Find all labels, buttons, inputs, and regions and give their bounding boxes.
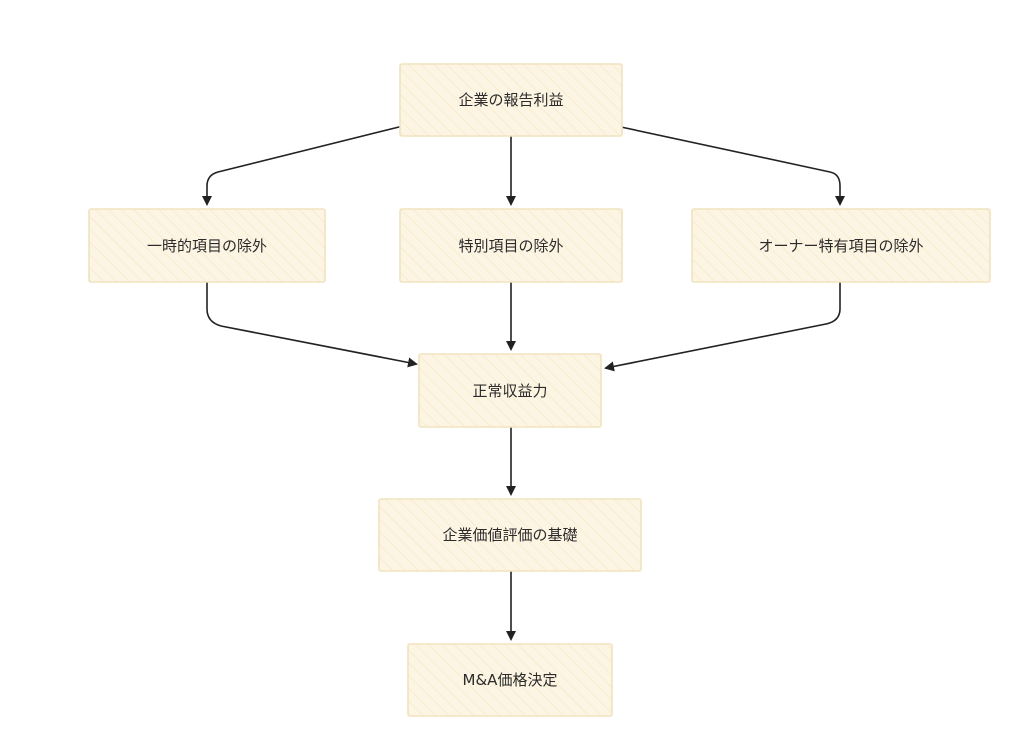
node-valuation-basis-label: 企業価値評価の基礎: [442, 526, 577, 544]
node-exclude-one-time: 一時的項目の除外: [88, 208, 326, 283]
edge-reported-to-owner-specific: [620, 126, 845, 206]
node-exclude-owner-specific: オーナー特有項目の除外: [691, 208, 991, 283]
node-reported-profit: 企業の報告利益: [399, 63, 623, 137]
node-exclude-special-label: 特別項目の除外: [458, 237, 563, 255]
node-exclude-special: 特別項目の除外: [399, 208, 623, 283]
node-ma-price: M&A価格決定: [407, 643, 613, 717]
edge-reported-to-one-time: [202, 126, 400, 206]
node-ma-price-label: M&A価格決定: [463, 671, 558, 689]
node-exclude-one-time-label: 一時的項目の除外: [147, 237, 267, 255]
edges: [202, 126, 845, 641]
node-reported-profit-label: 企業の報告利益: [458, 91, 563, 109]
node-normalized-earnings-label: 正常収益力: [472, 382, 547, 400]
node-normalized-earnings: 正常収益力: [418, 353, 602, 428]
edge-owner-specific-to-normalized: [604, 281, 841, 372]
node-exclude-owner-specific-label: オーナー特有項目の除外: [758, 237, 923, 255]
edge-one-time-to-normalized: [206, 281, 418, 368]
node-valuation-basis: 企業価値評価の基礎: [378, 498, 642, 572]
